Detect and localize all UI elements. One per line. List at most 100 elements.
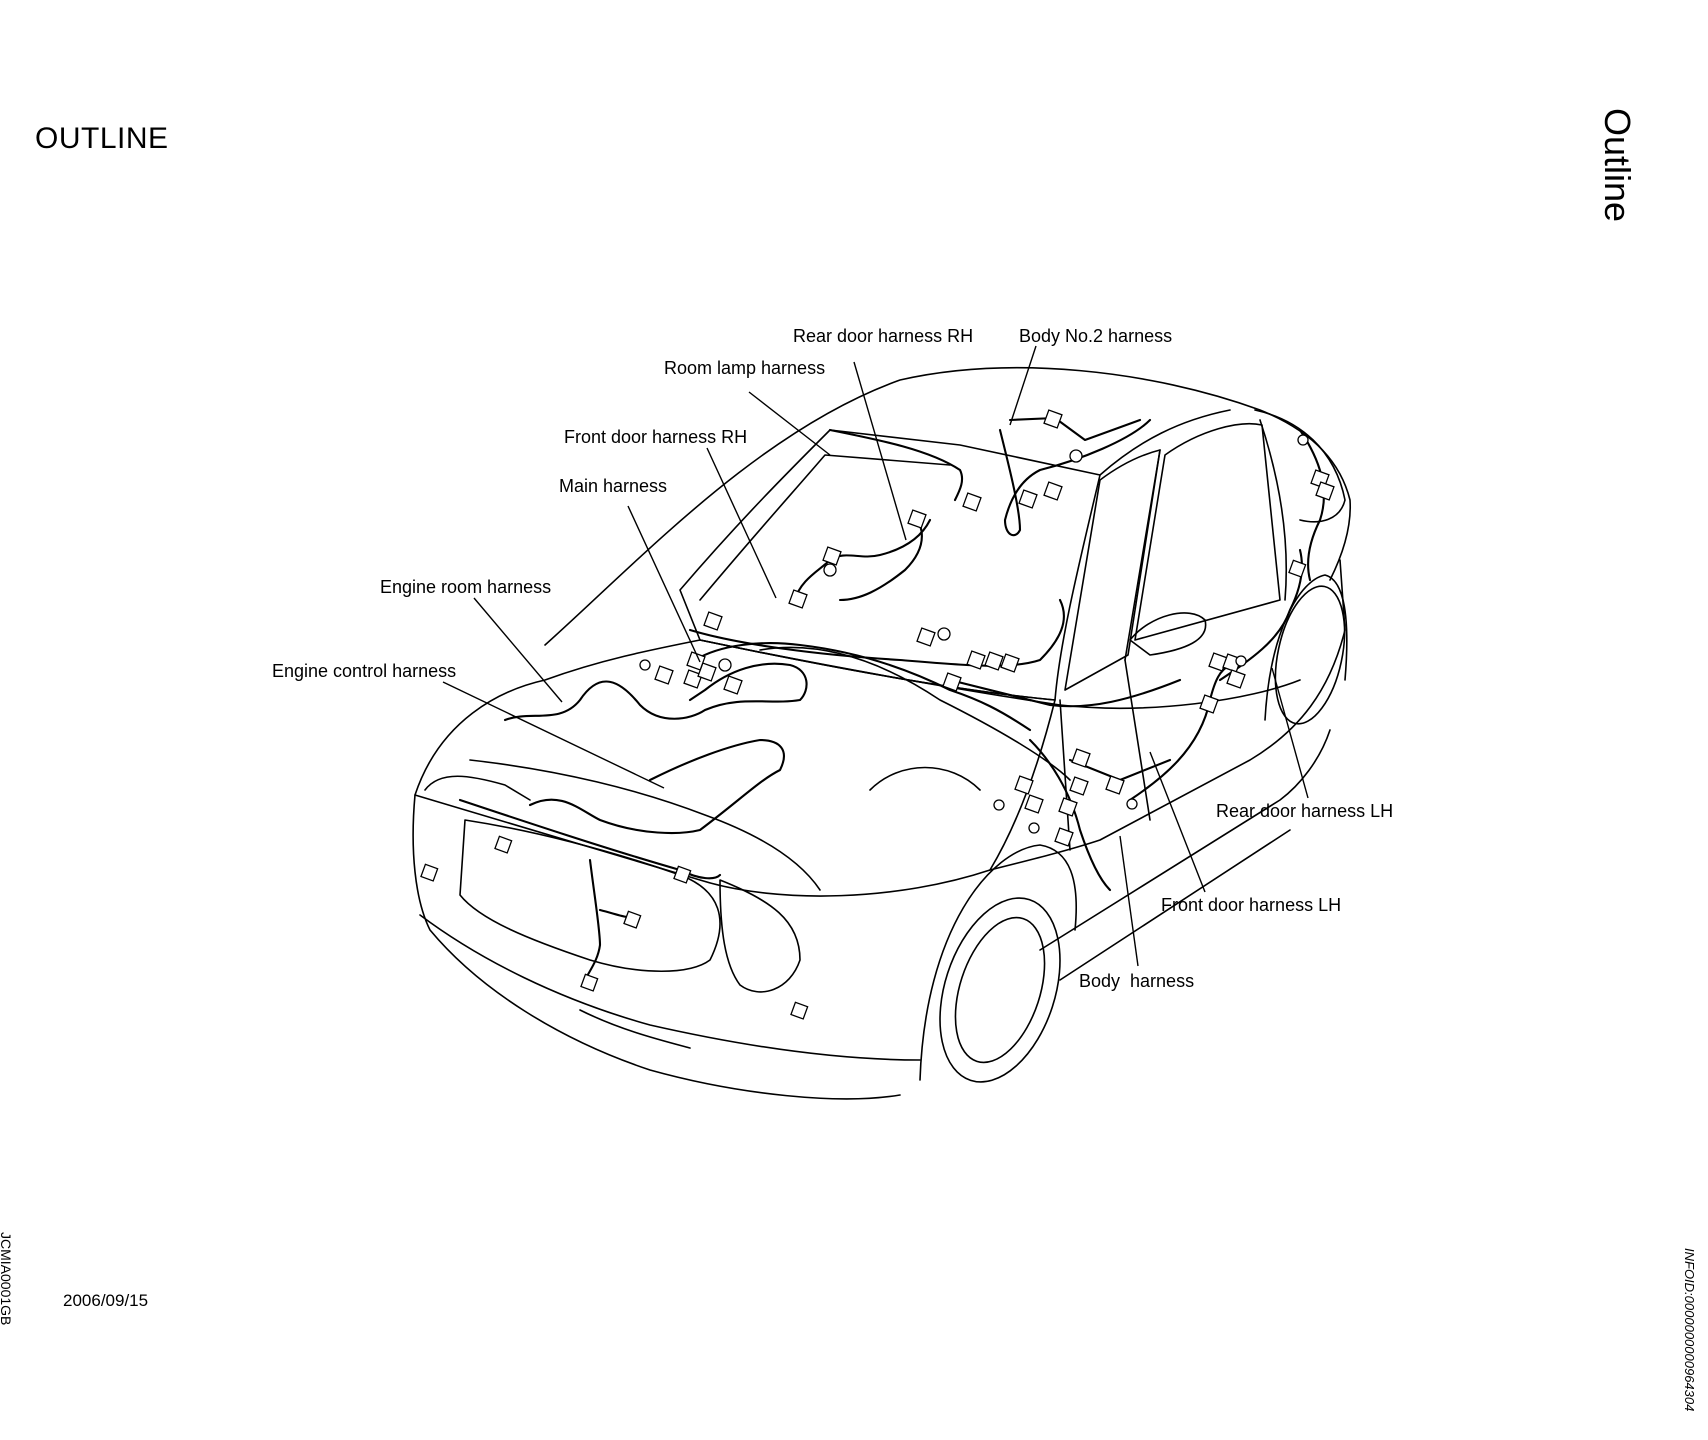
- connector: [1105, 775, 1125, 795]
- connector: [916, 627, 936, 647]
- connector: [823, 563, 837, 577]
- label-main-harness: Main harness: [559, 476, 667, 496]
- trunk-wire: [1298, 428, 1325, 582]
- connector: [942, 672, 962, 692]
- body-harness-wire: [1028, 738, 1112, 892]
- grille: [459, 819, 721, 973]
- front-bumper: [412, 794, 901, 1100]
- leader-main: [627, 505, 701, 663]
- connector: [1069, 776, 1089, 796]
- main-harness-upper: [688, 598, 1065, 667]
- body-no2-upper-wire: [1008, 416, 1142, 442]
- connector: [1315, 481, 1335, 501]
- floor-wire: [948, 678, 1182, 708]
- hood-crease: [469, 759, 821, 891]
- connector: [420, 863, 439, 882]
- front-fender-line: [869, 766, 981, 791]
- connector: [966, 650, 986, 670]
- page-title: OUTLINE: [35, 122, 169, 155]
- harness-labels: Rear door harness RH Body No.2 harness R…: [272, 326, 1393, 991]
- connector: [907, 509, 927, 529]
- connector: [1071, 748, 1091, 768]
- connector: [1028, 822, 1040, 834]
- connector: [673, 865, 692, 884]
- connector: [962, 492, 982, 512]
- connector: [790, 1001, 809, 1020]
- door-line-front: [1059, 699, 1071, 851]
- label-rear-door-harness-lh: Rear door harness LH: [1216, 801, 1393, 821]
- front-door-rh-wire: [793, 518, 932, 602]
- connector: [718, 658, 732, 672]
- connector: [993, 799, 1005, 811]
- connector: [1069, 449, 1083, 463]
- label-rear-door-harness-rh: Rear door harness RH: [793, 326, 973, 346]
- connector: [1297, 434, 1309, 446]
- connector: [654, 665, 674, 685]
- side-body-left: [989, 559, 1346, 871]
- connector: [984, 651, 1004, 671]
- front-door-lh-wire: [1128, 663, 1232, 802]
- rear-door-window: [1134, 422, 1281, 641]
- connectors: [420, 409, 1335, 1020]
- rear-door-rh-wire: [838, 523, 923, 602]
- a-pillar: [1099, 409, 1231, 476]
- connector: [686, 651, 706, 671]
- connector: [1024, 794, 1044, 814]
- front-door-window: [1064, 449, 1161, 691]
- leader-engine-control: [442, 681, 665, 789]
- connector: [580, 973, 599, 992]
- connector: [639, 659, 651, 671]
- label-engine-room-harness: Engine room harness: [380, 577, 551, 597]
- leader-engine-room: [473, 597, 563, 703]
- connector: [1043, 409, 1063, 429]
- connector: [494, 835, 513, 854]
- label-front-door-harness-rh: Front door harness RH: [564, 427, 747, 447]
- connector: [1288, 559, 1307, 578]
- front-bumper-lower: [419, 914, 921, 1061]
- connector: [937, 627, 951, 641]
- connector: [703, 611, 723, 631]
- car-body-outline: [412, 367, 1351, 1100]
- connector: [623, 910, 642, 929]
- leader-body-no2: [1009, 345, 1037, 426]
- fog-lamp-bar: [579, 1009, 691, 1049]
- main-harness-wire: [693, 642, 1032, 732]
- front-wheel-inner: [954, 916, 1046, 1064]
- label-body-no2-harness: Body No.2 harness: [1019, 326, 1172, 346]
- headlamp-right: [424, 775, 531, 801]
- trunk-lid: [1254, 409, 1346, 523]
- body-no2-harness-wire: [998, 418, 1152, 537]
- connector: [788, 589, 808, 609]
- connector: [1000, 653, 1020, 673]
- front-wheel-arch: [919, 844, 1078, 1081]
- windshield-inner: [699, 454, 951, 601]
- connector: [683, 669, 703, 689]
- front-lower-wire: [583, 858, 602, 982]
- leader-rear-door-rh: [853, 361, 907, 541]
- engine-control-harness-wire: [528, 738, 785, 835]
- headlamp-left: [719, 879, 801, 993]
- connector: [1043, 481, 1063, 501]
- engine-room-harness-wire: [503, 662, 808, 722]
- roof-outline: [544, 367, 1351, 646]
- leader-rear-door-lh: [1271, 667, 1309, 799]
- leader-room-lamp: [748, 391, 831, 456]
- connector: [1235, 655, 1247, 667]
- connector: [1018, 489, 1038, 509]
- side-mirror: [1129, 612, 1207, 656]
- leader-front-door-rh: [706, 447, 777, 599]
- label-front-door-harness-lh: Front door harness LH: [1161, 895, 1341, 915]
- connector: [1054, 827, 1074, 847]
- connector: [822, 546, 842, 566]
- leader-lines: [442, 345, 1309, 967]
- label-body-harness: Body harness: [1079, 971, 1194, 991]
- label-room-lamp-harness: Room lamp harness: [664, 358, 825, 378]
- leader-body: [1119, 835, 1139, 967]
- dashboard: [759, 646, 1071, 781]
- connector: [1199, 694, 1219, 714]
- c-pillar: [1259, 419, 1288, 601]
- connector: [1014, 775, 1034, 795]
- rocker-panel: [1039, 729, 1331, 951]
- connector: [1126, 798, 1138, 810]
